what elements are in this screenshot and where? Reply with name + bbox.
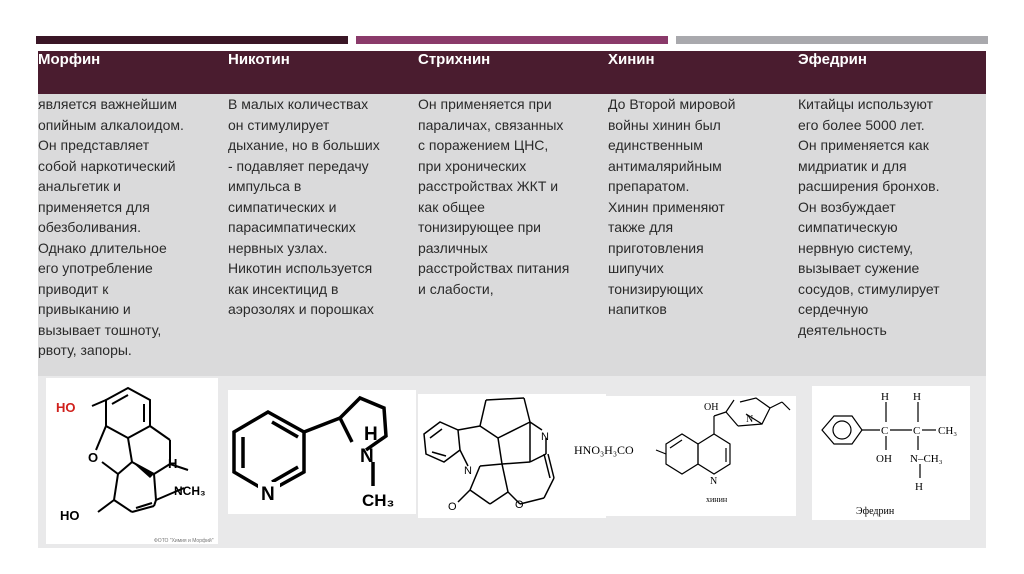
header-strychnine: Стрихнин (418, 51, 608, 94)
alkaloids-table: Морфин Никотин Стрихнин Хинин Эфедрин яв… (38, 51, 986, 548)
text-strychnine: Он применяется при параличах, связанных … (418, 94, 608, 376)
ephedrine-h3: H (915, 481, 923, 493)
ephedrine-h2: H (913, 391, 921, 403)
nicotine-n: N (360, 446, 374, 467)
morphine-h: H (168, 456, 177, 471)
nicotine-ch3: CH₃ (362, 491, 394, 510)
header-row: Морфин Никотин Стрихнин Хинин Эфедрин (38, 51, 986, 94)
top-bar-purple (356, 36, 668, 44)
top-bar-gray (676, 36, 988, 44)
nicotine-structure-image: N H N CH₃ (228, 390, 416, 514)
morphine-oh-bottom: HO (60, 508, 80, 523)
strychnine-n1: N (464, 465, 472, 477)
strychnine-n2: N (541, 431, 549, 443)
text-nicotine: В малых количествах он стимулирует дыхан… (228, 94, 418, 376)
ephedrine-c1: C (881, 425, 888, 437)
cell-quinine-structure: HNO₃H₃CO OH N N хинин (570, 376, 798, 548)
structure-row: HO O H NCH₃ HO ФОТО "Химия и Морфий" (38, 376, 986, 548)
ephedrine-structure-image: H H C C CH₃ OH N–CH₃ H Эфедрин (812, 386, 970, 520)
description-row: является важнейшим опийным алкалоидом. О… (38, 94, 986, 376)
cell-morphine-structure: HO O H NCH₃ HO ФОТО "Химия и Морфий" (38, 376, 228, 548)
morphine-oh-top: HO (56, 400, 76, 415)
top-bar-dark (36, 36, 348, 44)
morphine-nch3: NCH₃ (174, 484, 206, 498)
ephedrine-ch3: CH₃ (938, 425, 957, 437)
text-quinine: До Второй мировой войны хинин был единст… (608, 94, 798, 376)
quinine-n2: N (710, 476, 717, 487)
strychnine-o2: O (515, 499, 524, 511)
quinine-prefix: HNO₃H₃CO (574, 443, 634, 457)
quinine-structure-image: HNO₃H₃CO OH N N хинин (570, 396, 796, 516)
ephedrine-c2: C (913, 425, 920, 437)
header-ephedrine: Эфедрин (798, 51, 986, 94)
ephedrine-h1: H (881, 391, 889, 403)
cell-nicotine-structure: N H N CH₃ (228, 376, 418, 548)
strychnine-o1: O (448, 501, 457, 513)
morphine-structure-image: HO O H NCH₃ HO ФОТО "Химия и Морфий" (46, 378, 218, 544)
ephedrine-caption: Эфедрин (856, 506, 895, 517)
quinine-oh: OH (704, 402, 718, 413)
text-ephedrine: Китайцы используют его более 5000 лет. О… (798, 94, 986, 376)
ephedrine-oh: OH (876, 453, 892, 465)
morphine-caption: ФОТО "Химия и Морфий" (154, 537, 214, 544)
morphine-o: O (88, 450, 98, 465)
nicotine-h: H (364, 424, 378, 445)
header-nicotine: Никотин (228, 51, 418, 94)
nicotine-n-ring: N (261, 484, 275, 505)
header-quinine: Хинин (608, 51, 798, 94)
quinine-caption: хинин (706, 495, 728, 504)
text-morphine: является важнейшим опийным алкалоидом. О… (38, 94, 228, 376)
cell-ephedrine-structure: H H C C CH₃ OH N–CH₃ H Эфедрин (798, 376, 986, 548)
ephedrine-nch3: N–CH₃ (910, 453, 943, 465)
quinine-n1: N (746, 414, 753, 425)
header-morphine: Морфин (38, 51, 228, 94)
